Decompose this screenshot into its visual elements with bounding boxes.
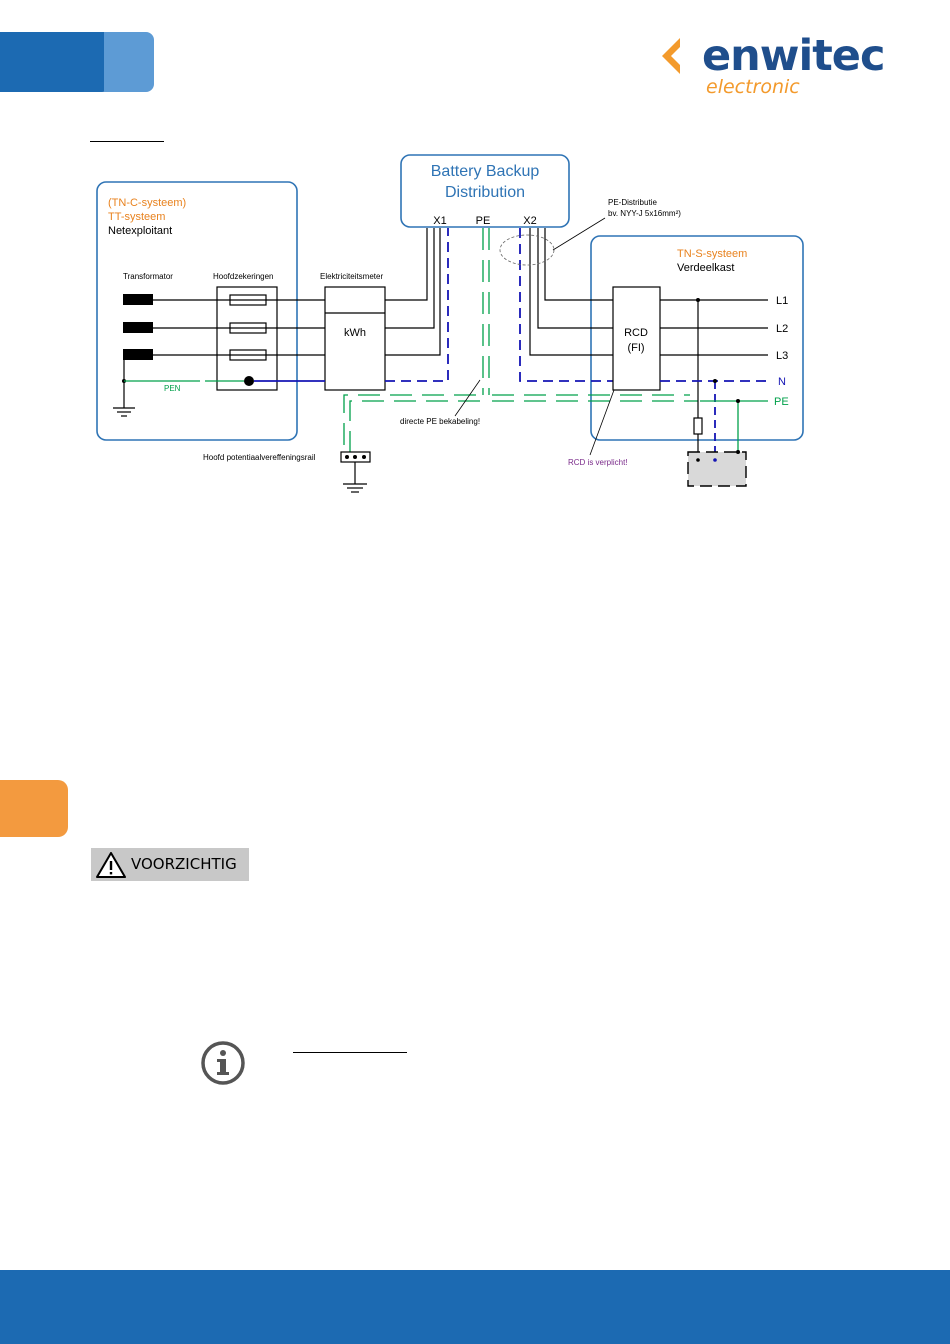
- chapter-side-tab: [0, 780, 68, 837]
- logo-subtitle: electronic: [706, 76, 800, 98]
- info-circle-icon: [201, 1041, 245, 1085]
- label-l2: L2: [776, 323, 788, 335]
- footer-bar: [0, 1270, 950, 1344]
- label-hoofdzekeringen: Hoofdzekeringen: [213, 272, 273, 281]
- bbd-title-1: Battery Backup: [431, 163, 540, 180]
- left-label-tnc: (TN-C-systeem): [108, 197, 186, 209]
- header-tab-dark: [0, 32, 110, 92]
- phase-lines-grid: [113, 286, 386, 417]
- x2-to-rcd-lines: [529, 228, 613, 356]
- label-l3: L3: [776, 350, 788, 362]
- label-elektriciteitsmeter: Elektriciteitsmeter: [320, 272, 383, 281]
- consumer-load: [687, 451, 747, 487]
- brand-logo: enwitec electronic: [660, 30, 900, 105]
- left-label-tt: TT-systeem: [108, 211, 165, 223]
- hoofd-pot-label: Hoofd potentiaalvereffeningsrail: [203, 453, 316, 462]
- logo-wordmark: enwitec: [702, 31, 885, 81]
- caution-banner: VOORZICHTIG: [91, 848, 249, 881]
- neutral-x1: [385, 228, 449, 382]
- right-label-verdeelkast: Verdeelkast: [677, 262, 734, 274]
- right-label-tns: TN-S-systeem: [677, 248, 747, 260]
- info-underline: [293, 1052, 407, 1053]
- transformer-coils: [123, 294, 153, 360]
- directe-pe-label: directe PE bekabeling!: [400, 417, 480, 426]
- rcd-box: [612, 286, 661, 391]
- label-pe: PE: [774, 396, 789, 408]
- meter-to-x1-lines: [385, 228, 441, 356]
- kwh-label: kWh: [344, 327, 366, 339]
- heading-underline: [90, 141, 164, 142]
- terminal-x1: X1: [433, 215, 446, 227]
- header-tab-light: [104, 32, 154, 92]
- bbd-title-2: Distribution: [445, 184, 525, 201]
- earth-symbol: [343, 462, 367, 493]
- terminal-pe: PE: [476, 215, 491, 227]
- rcd-label-fi: (FI): [627, 342, 644, 354]
- label-n: N: [778, 376, 786, 388]
- pe-cabling: [343, 228, 698, 452]
- right-system-box: [590, 235, 804, 441]
- neutral-x2: [519, 228, 613, 382]
- left-label-netexploitant: Netexploitant: [108, 225, 172, 237]
- pen-junction: [244, 376, 254, 386]
- left-system-box: [96, 181, 298, 441]
- caution-label: VOORZICHTIG: [131, 855, 237, 873]
- pe-distribution-marker: [499, 234, 555, 266]
- label-l1: L1: [776, 295, 788, 307]
- terminal-x2: X2: [523, 215, 536, 227]
- bbd-box: [400, 154, 570, 228]
- pe-dist-label-2: bv. NYY-J 5x16mm²): [608, 209, 681, 218]
- wiring-diagram: Battery Backup Distribution X1 PE X2 (TN…: [96, 154, 804, 493]
- logo-chevron-icon: [662, 36, 700, 76]
- label-transformator: Transformator: [123, 272, 173, 281]
- pe-dist-label-1: PE-Distributie: [608, 198, 657, 207]
- rcd-label: RCD: [624, 327, 648, 339]
- warning-triangle-icon: [96, 852, 126, 878]
- rcd-note: RCD is verplicht!: [568, 458, 628, 467]
- pen-label: PEN: [164, 384, 181, 393]
- outgoing-phase-lines: [660, 299, 768, 460]
